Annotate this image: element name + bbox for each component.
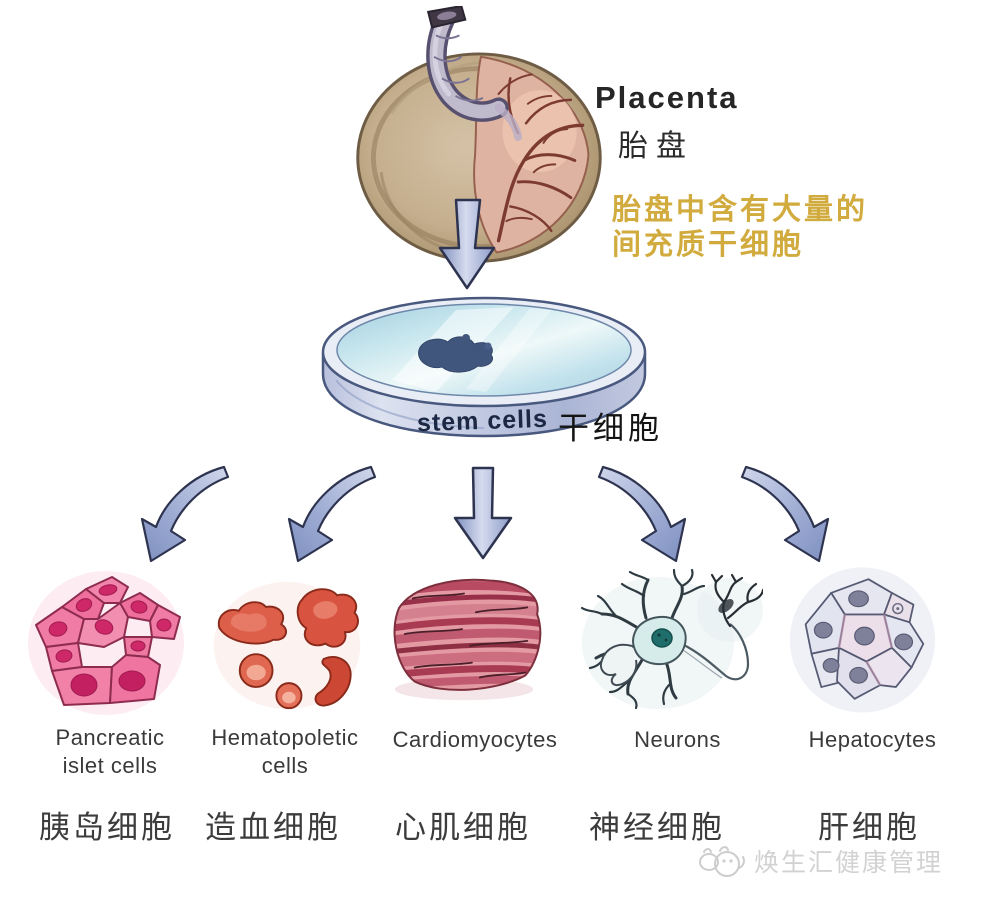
curved-arrow-to-pancreatic-icon <box>140 465 230 563</box>
placenta-note: 胎盘中含有大量的 间充质干细胞 <box>612 193 868 263</box>
label-line: Pancreatic <box>55 725 165 750</box>
label-hepatocytes-zh: 肝细胞 <box>818 810 920 845</box>
pancreatic-islet-cells-illustration <box>28 571 184 715</box>
cardiomyocytes-illustration <box>393 578 542 701</box>
curved-arrow-to-hematopoietic-icon <box>287 465 377 563</box>
label-neurons-en: Neurons <box>590 726 765 754</box>
watermark-logo-icon <box>699 846 745 877</box>
down-arrow-placenta-to-dish-icon <box>438 198 496 290</box>
dish-label-en: stem cells <box>416 404 549 438</box>
placenta-label-zh: 胎盘 <box>618 130 694 163</box>
placenta-note-line2: 间充质干细胞 <box>612 229 805 261</box>
label-neurons-zh: 神经细胞 <box>589 810 725 845</box>
nucleus <box>651 628 673 648</box>
label-line: islet cells <box>62 753 158 778</box>
watermark-text: 焕生汇健康管理 <box>754 849 944 877</box>
label-line: Cardiomyocytes <box>392 727 558 752</box>
label-cardiomyocytes-en: Cardiomyocytes <box>380 726 570 754</box>
label-line: cells <box>261 753 309 778</box>
stem-cell-colony <box>418 334 493 373</box>
axon-terminal <box>710 573 763 628</box>
label-hematopoietic-zh: 造血细胞 <box>205 810 341 845</box>
curved-arrow-to-hepatocytes-icon <box>740 465 830 563</box>
placenta-note-line1: 胎盘中含有大量的 <box>612 194 869 226</box>
axon <box>681 623 750 681</box>
placenta-label-en: Placenta <box>595 80 739 115</box>
label-hematopoietic-en: Hematopoletic cells <box>200 724 370 780</box>
dish-label-zh: 干细胞 <box>558 411 663 446</box>
watermark: 焕生汇健康管理 <box>698 840 943 882</box>
label-line: Hematopoletic <box>211 725 359 750</box>
umbilical-cord <box>426 6 523 141</box>
hematopoietic-cells-illustration <box>213 581 361 710</box>
straight-arrow-to-cardiomyocytes-icon <box>453 466 513 560</box>
placenta-illustration <box>356 6 602 263</box>
label-pancreatic-zh: 胰岛细胞 <box>39 810 175 845</box>
hepatocytes-illustration <box>789 567 936 713</box>
label-hepatocytes-en: Hepatocytes <box>785 726 960 754</box>
label-cardiomyocytes-zh: 心肌细胞 <box>395 810 531 845</box>
label-line: Neurons <box>634 727 721 752</box>
petri-dish-illustration <box>321 296 647 438</box>
label-line: Hepatocytes <box>808 727 937 752</box>
curved-arrow-to-neurons-icon <box>597 465 687 563</box>
label-pancreatic-en: Pancreatic islet cells <box>25 724 195 780</box>
neuron-illustration <box>580 568 763 710</box>
